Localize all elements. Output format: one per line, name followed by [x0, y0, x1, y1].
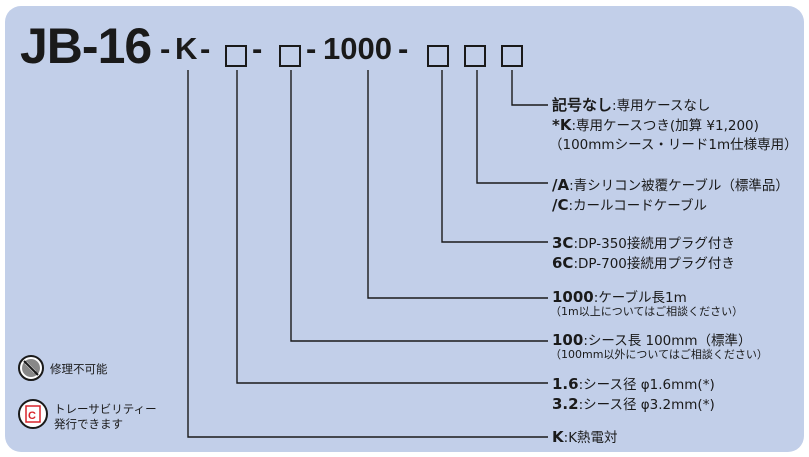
option-code: *K [552, 116, 572, 134]
option-text: シース径 φ1.6mm(*) [583, 377, 715, 393]
dash: - [252, 31, 263, 66]
option-code: 3.2 [552, 395, 579, 413]
dash: - [160, 31, 171, 66]
leader-case [511, 70, 548, 106]
option-code: 1000 [552, 288, 594, 306]
leader-sheath-dia [236, 70, 548, 384]
leader-k [187, 70, 548, 438]
option-code: 1.6 [552, 375, 579, 393]
option-text: カールコードケーブル [573, 198, 707, 214]
option-text: DP-700接続用プラグ付き [578, 256, 735, 272]
option-length-note: （1m以上についてはご相談ください） [550, 305, 744, 318]
option-plug-3c: 3C:DP-350接続用プラグ付き [552, 234, 735, 252]
option-code: /A [552, 176, 570, 194]
option-sheath-length-note: （100mm以外についてはご相談ください） [550, 348, 768, 361]
svg-text:C: C [28, 410, 36, 422]
option-case-none: 記号なし:専用ケースなし [552, 96, 711, 114]
option-text: 専用ケースなし [616, 98, 711, 114]
option-sheath-length-100: 100:シース長 100mm（標準） [552, 331, 752, 349]
option-text: 青シリコン被覆ケーブル（標準品） [573, 178, 789, 194]
model-length: 1000 [323, 31, 392, 66]
option-case-k-note: （100mmシース・リード1m仕様専用） [549, 137, 798, 153]
option-text: ケーブル長1m [598, 290, 687, 306]
dash: - [200, 31, 211, 66]
option-box-plug [427, 45, 449, 67]
option-text: シース径 φ3.2mm(*) [583, 397, 715, 413]
option-cable-a: /A:青シリコン被覆ケーブル（標準品） [552, 176, 789, 194]
option-text: DP-350接続用プラグ付き [578, 236, 735, 252]
leader-cable [476, 70, 548, 184]
option-box-sheath-dia [225, 45, 247, 67]
option-plug-6c: 6C:DP-700接続用プラグ付き [552, 254, 735, 272]
option-box-cable [464, 45, 486, 67]
option-cable-c: /C:カールコードケーブル [552, 196, 707, 214]
option-sheath-dia-3-2: 3.2:シース径 φ3.2mm(*) [552, 395, 715, 413]
traceability-icon: C [18, 399, 48, 429]
traceability-label-1: トレーサビリティー [54, 402, 157, 416]
option-length-1000: 1000:ケーブル長1m [552, 288, 687, 306]
leader-length [367, 70, 548, 299]
option-code: 記号なし [552, 96, 613, 114]
option-case-k: *K:専用ケースつき(加算 ¥1,200) [552, 116, 759, 134]
dash: - [306, 31, 317, 66]
option-box-sheath-length [279, 45, 301, 67]
option-code: /C [552, 196, 569, 214]
option-text: シース長 100mm（標準） [587, 333, 752, 349]
option-sheath-dia-1-6: 1.6:シース径 φ1.6mm(*) [552, 375, 715, 393]
leader-sheath-length [290, 70, 548, 342]
traceability-label-2: 発行できます [54, 417, 123, 431]
option-text: K熱電対 [568, 430, 618, 446]
option-code: K [552, 428, 564, 446]
leader-plug [441, 70, 548, 243]
option-thermocouple-k: K:K熱電対 [552, 428, 618, 446]
option-text: 専用ケースつき(加算 ¥1,200) [576, 118, 759, 134]
dash: - [398, 31, 409, 66]
diagram-panel [5, 6, 804, 452]
no-repair-icon [18, 355, 44, 381]
option-box-case [501, 45, 523, 67]
model-k: K [175, 31, 198, 66]
option-code: 3C [552, 234, 574, 252]
option-code: 100 [552, 331, 584, 349]
model-base: JB-16 [20, 18, 152, 74]
no-repair-label: 修理不可能 [50, 362, 108, 376]
option-code: 6C [552, 254, 574, 272]
